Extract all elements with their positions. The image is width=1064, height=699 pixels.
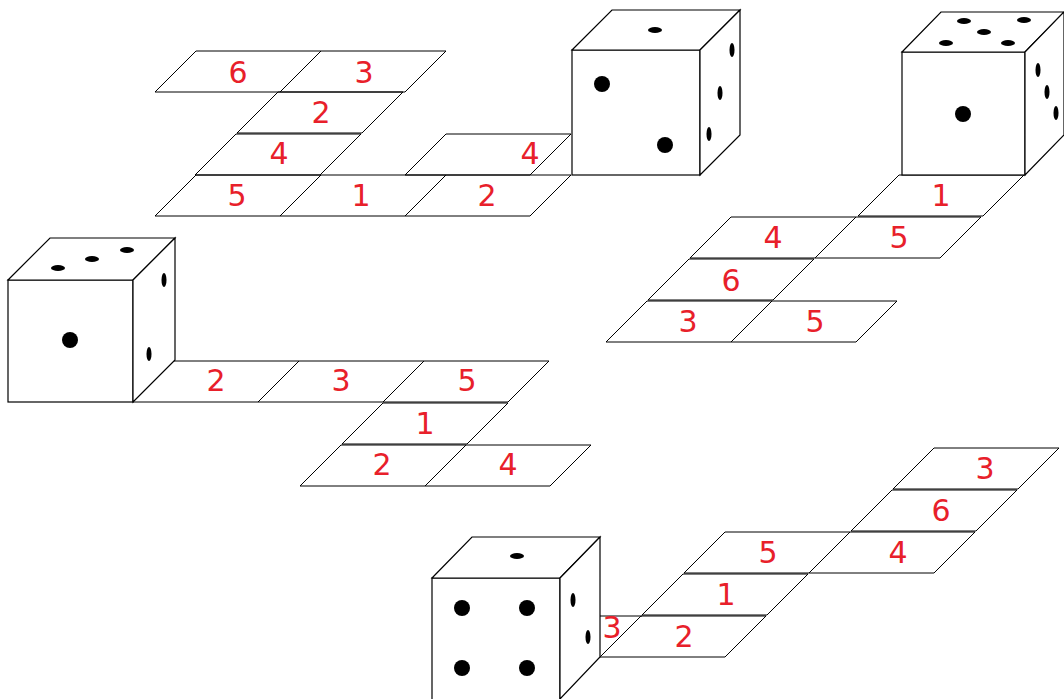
net-cell (258, 361, 424, 402)
net-cell (280, 51, 446, 92)
net-cell (690, 217, 856, 258)
net-cell (858, 175, 1024, 216)
net-cell (648, 259, 814, 300)
net-face-number: 2 (477, 181, 496, 211)
net-face-number: 6 (721, 266, 740, 296)
net-face-number: 1 (716, 580, 735, 610)
net-cell (425, 445, 591, 486)
net-cell (237, 92, 403, 133)
net-face-number: 3 (331, 366, 350, 396)
net-face-number: 5 (889, 223, 908, 253)
net-face-number: 5 (457, 366, 476, 396)
net-cell (383, 361, 549, 402)
net-face-number: 2 (674, 622, 693, 652)
net-face-number: 4 (888, 538, 907, 568)
net-face-number: 2 (311, 98, 330, 128)
net-face-number: 6 (228, 58, 247, 88)
net-face-number: 5 (758, 538, 777, 568)
net-cell (893, 448, 1059, 489)
net-cell (606, 301, 772, 342)
net-cell (684, 532, 850, 573)
net-face-number: 1 (931, 181, 950, 211)
net-cell (851, 490, 1017, 531)
net-face-number: 4 (520, 139, 539, 169)
net-face-number: 1 (415, 409, 434, 439)
net-face-number: 6 (931, 496, 950, 526)
net-face-number: 2 (372, 450, 391, 480)
net-cell (155, 175, 321, 216)
net-cell (300, 445, 466, 486)
net-cell (195, 134, 361, 175)
net-cell (342, 403, 508, 444)
net-face-number: 5 (805, 307, 824, 337)
net-cell (405, 134, 571, 175)
net-face-number: 3 (678, 307, 697, 337)
net-face-number: 4 (269, 139, 288, 169)
net-cell (155, 51, 321, 92)
net-face-number: 4 (498, 450, 517, 480)
net-cell (731, 301, 897, 342)
net-cell (642, 574, 808, 615)
net-face-number: 3 (354, 58, 373, 88)
net-cell (600, 616, 766, 657)
net-cell (809, 532, 975, 573)
net-face-number: 5 (227, 181, 246, 211)
net-face-number: 3 (975, 454, 994, 484)
net-face-number: 1 (351, 181, 370, 211)
net-face-number: 2 (206, 366, 225, 396)
net-cell (280, 175, 446, 216)
net-face-number: 4 (763, 223, 782, 253)
net-cell (405, 175, 571, 216)
net-cell (815, 217, 981, 258)
net-face-number: 3 (602, 613, 621, 643)
